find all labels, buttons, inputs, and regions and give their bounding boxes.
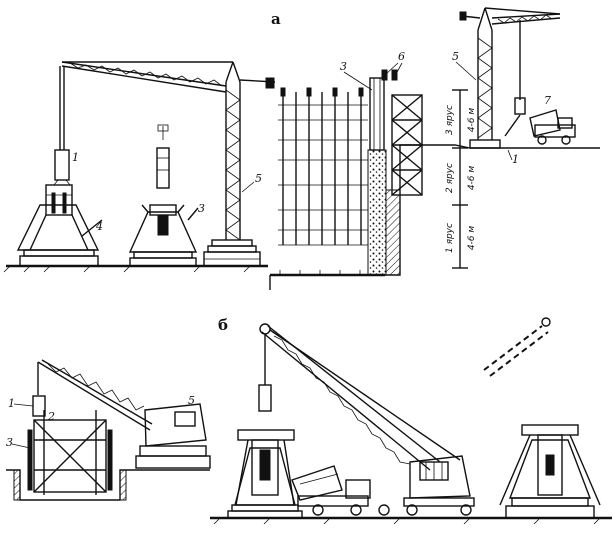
- panel-b-label: б: [218, 316, 228, 334]
- dump-truck-b: [291, 465, 390, 516]
- label-3-right: 3: [340, 60, 347, 73]
- tower-crane-right: [459, 7, 561, 149]
- tier-1-height: 4-6 м: [467, 226, 477, 251]
- assembly-unit-middle: [128, 124, 199, 267]
- panel-a: а: [3, 7, 600, 290]
- pit-scene-b: [6, 359, 211, 501]
- label-b-5: 5: [188, 394, 195, 407]
- tier-3-height: 4-6 м: [467, 108, 477, 133]
- ground-hatch-b: [213, 517, 601, 525]
- scaffold-tower: [391, 94, 423, 196]
- label-4: 4: [95, 220, 103, 233]
- panel-b: б 1 2 3: [6, 316, 612, 525]
- assembly-unit-b-left: [227, 429, 303, 519]
- tower-crane-left: [59, 61, 276, 267]
- label-1-left: 1: [72, 151, 79, 164]
- tier-2-name: 2 ярус: [445, 163, 455, 193]
- excavation-pit: [269, 144, 600, 290]
- label-b-2: 2: [47, 410, 55, 423]
- label-5-right: 5: [452, 50, 459, 63]
- tier-3-name: 3 ярус: [445, 105, 455, 135]
- dump-truck-a: [529, 109, 576, 145]
- label-b-3: 3: [6, 436, 13, 449]
- panel-a-label: а: [271, 10, 281, 28]
- assembly-unit-b-right: [499, 424, 601, 519]
- crawler-crane-b: [258, 323, 475, 516]
- column-grid: [278, 87, 368, 246]
- assembly-unit-left: [16, 184, 103, 267]
- ground-hatch-left: [3, 265, 251, 273]
- hoisted-element-dashed: [483, 317, 551, 377]
- label-b-1: 1: [8, 397, 15, 410]
- label-1-right: 1: [512, 153, 519, 166]
- tier-1-name: 1 ярус: [445, 223, 455, 253]
- label-7: 7: [544, 94, 551, 107]
- tier-2-height: 4-6 м: [467, 166, 477, 191]
- label-5-left: 5: [255, 172, 262, 185]
- label-3-left: 3: [198, 202, 205, 215]
- label-6: 6: [398, 50, 405, 63]
- formwork-wall: [369, 69, 398, 151]
- tier-dimensions: 3 ярус 4-6 м 2 ярус 4-6 м 1 ярус 4-6 м: [445, 89, 477, 269]
- suspended-element-left: [53, 149, 71, 186]
